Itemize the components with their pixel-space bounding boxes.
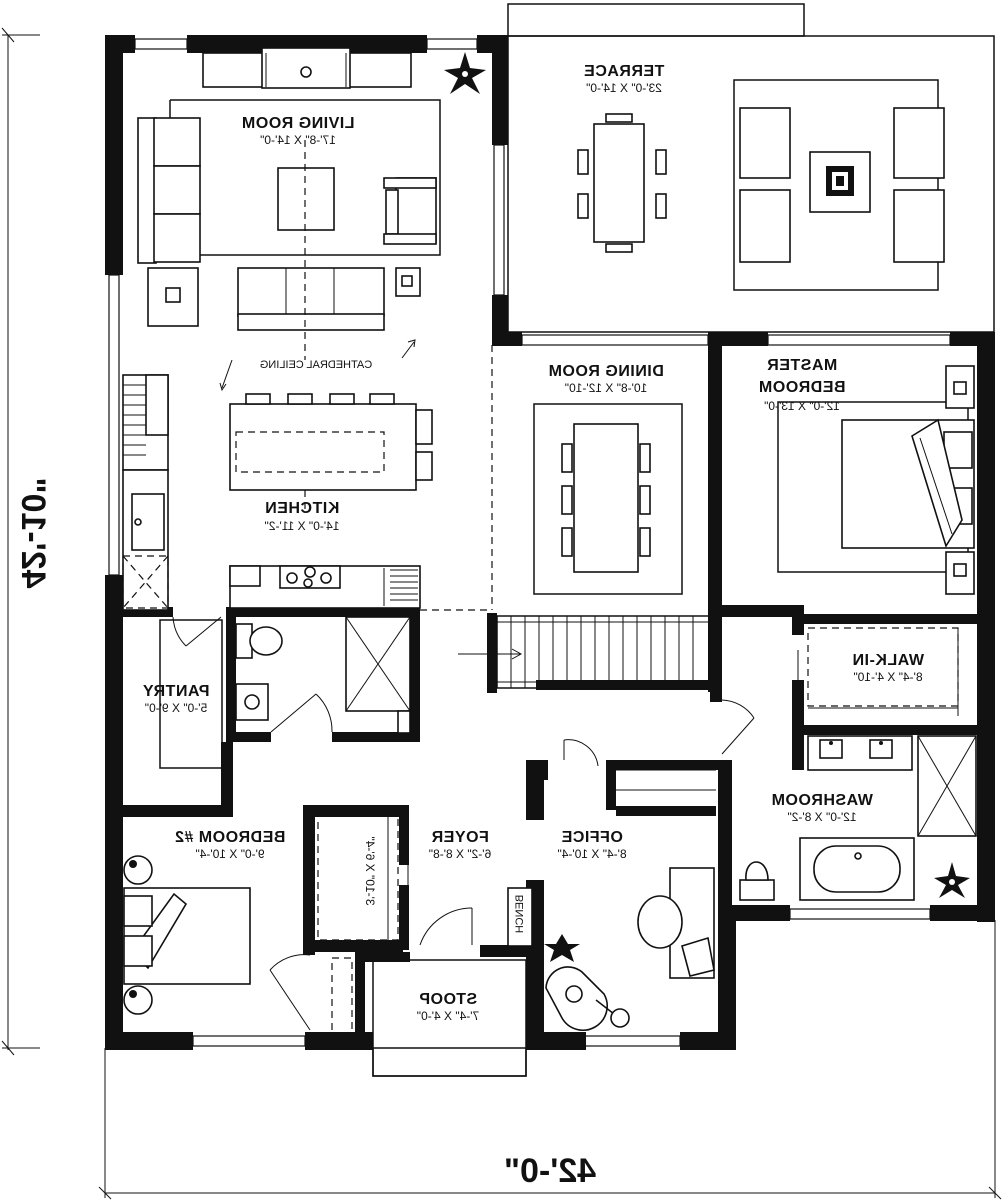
depth-dimension-bg: [18, 440, 48, 620]
washroom-size: 12'-0" X 8'-2": [787, 810, 856, 824]
living-room-label: LIVING ROOM: [241, 115, 354, 132]
foyer-area: [407, 850, 533, 947]
closet-size: 3'-10" X 6'-4": [363, 836, 377, 905]
walk-in-size: 8'-4" X 4'-10": [853, 670, 922, 684]
foyer-label: FOYER: [431, 829, 489, 846]
master-bedroom-furniture: [777, 365, 975, 595]
bedroom2-label: BEDROOM #2: [175, 829, 286, 846]
exterior-walls: [105, 35, 995, 1050]
width-dimension: 42'-0": [504, 1152, 596, 1190]
cathedral-ceiling-note: CATHEDRAL CEILING: [260, 359, 372, 371]
living-room-size: 17'-8" X 14'-0": [260, 133, 336, 147]
kitchen-size: 14'-0" X 11'-2": [265, 519, 340, 533]
stoop-size: 7'-4" X 4'-0": [417, 1009, 479, 1023]
terrace-area: [507, 3, 995, 333]
pantry-area: [159, 616, 223, 769]
office-size: 8'-4" X 10'-4": [557, 847, 626, 861]
master-bedroom-size: 12'-0" X 13'-0": [764, 399, 840, 413]
pantry-size: 5'-0" X 9'-0": [145, 701, 207, 715]
foyer-size: 6'-2" X 8'-8": [429, 847, 491, 861]
walk-in-label: WALK-IN: [852, 652, 924, 669]
depth-dimension: 42'-10": [14, 477, 52, 588]
pantry-label: PANTRY: [143, 683, 210, 700]
master-bedroom-label-line1: MASTER: [767, 357, 838, 374]
walk-in-closet: [797, 627, 959, 716]
office-furniture: [544, 699, 755, 1031]
stoop-label: STOOP: [419, 991, 477, 1008]
dimension-lines: [1, 27, 1002, 1200]
cathedral-ceiling-arrows: [219, 339, 416, 392]
bench-label: BENCH: [514, 895, 526, 934]
dining-room-size: 10'-8" X 12'-10": [565, 381, 647, 395]
closet-area: [317, 814, 399, 941]
master-bedroom-label-line2: BEDROOM: [758, 379, 845, 396]
terrace-label: TERRACE: [584, 63, 665, 80]
interior-walls: [123, 332, 977, 1040]
office-label: OFFICE: [561, 829, 623, 846]
kitchen-furniture: [122, 374, 490, 611]
stoop-area: [372, 959, 527, 1077]
bedroom2-size: 9'-0" X 10'-4": [195, 847, 264, 861]
kitchen-label: KITCHEN: [265, 500, 340, 517]
staircase: [458, 615, 710, 689]
washroom-fixtures: [739, 735, 977, 901]
plant-icon: [934, 862, 970, 898]
width-dimension-bg: [480, 1148, 620, 1188]
dining-room-furniture: [491, 345, 683, 610]
terrace-size: 23'-0" X 14'-0": [586, 81, 662, 95]
bedroom2-furniture: [123, 855, 353, 1035]
plant-icon: [444, 52, 486, 94]
living-room-furniture: [137, 47, 441, 360]
dining-room-label: DINING ROOM: [548, 363, 664, 380]
powder-room-fixtures: [235, 616, 411, 734]
washroom-label: WASHROOM: [771, 792, 873, 809]
